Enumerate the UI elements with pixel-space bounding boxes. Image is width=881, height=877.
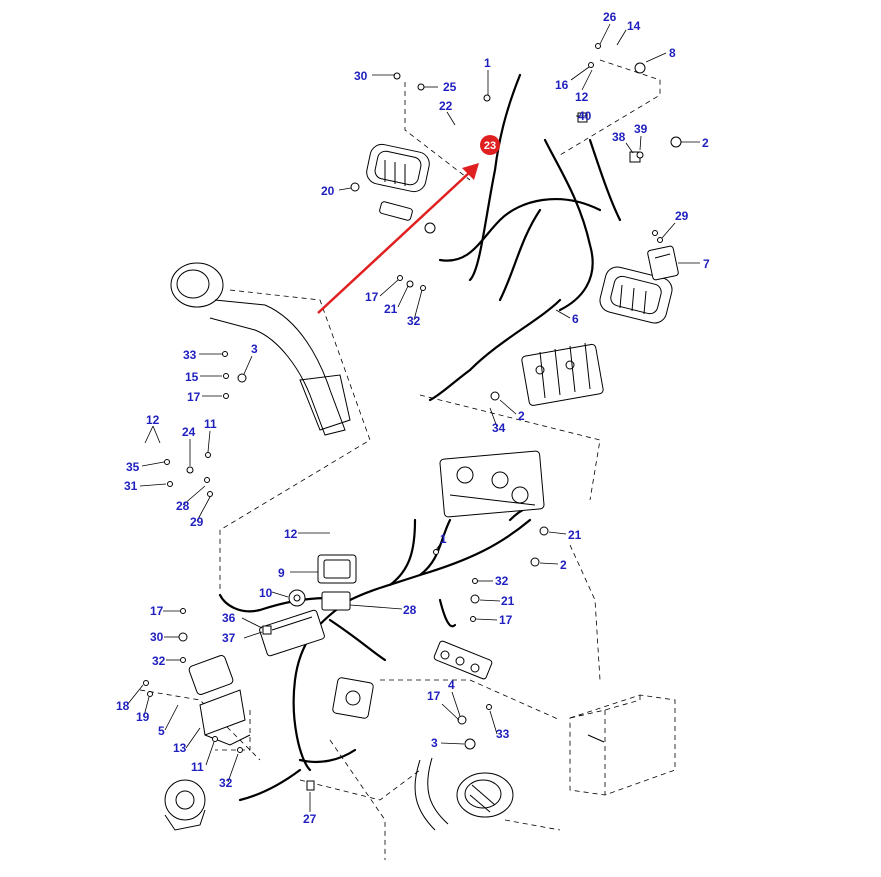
callout-12[interactable]: 12 [284, 527, 298, 541]
small-connector-block [321, 591, 351, 611]
pump-lower-left [164, 779, 206, 831]
highlight-label[interactable]: 23 [484, 140, 496, 152]
work-lamp-lower-right [414, 757, 514, 831]
callout-12[interactable]: 12 [146, 413, 160, 427]
work-lamp-top-left [366, 143, 430, 193]
main-wire-harness [218, 73, 622, 802]
callout-21[interactable]: 21 [501, 594, 515, 608]
small-fasteners [143, 43, 682, 791]
callout-labels: 26 14 8 1 30 25 16 12 22 40 38 39 2 20 2… [116, 10, 710, 826]
callout-35[interactable]: 35 [126, 460, 140, 474]
mounting-bracket [188, 655, 251, 746]
callout-30[interactable]: 30 [150, 630, 164, 644]
callout-16[interactable]: 16 [555, 78, 569, 92]
highlighted-callout-23[interactable]: 23 [480, 135, 500, 155]
callout-2[interactable]: 2 [560, 558, 567, 572]
callout-20[interactable]: 20 [321, 184, 335, 198]
callout-37[interactable]: 37 [222, 631, 236, 645]
beacon-light-arm [170, 262, 351, 436]
callout-3[interactable]: 3 [251, 342, 258, 356]
callout-40[interactable]: 40 [578, 109, 592, 123]
sensor-top-left [379, 201, 436, 234]
callout-10[interactable]: 10 [259, 586, 273, 600]
callout-11[interactable]: 11 [204, 417, 217, 431]
callout-17[interactable]: 17 [187, 390, 201, 404]
callout-17[interactable]: 17 [150, 604, 164, 618]
callout-30[interactable]: 30 [354, 69, 368, 83]
callout-4[interactable]: 4 [448, 678, 455, 692]
callout-17[interactable]: 17 [427, 689, 441, 703]
callout-29[interactable]: 29 [675, 209, 689, 223]
callout-11[interactable]: 11 [191, 760, 204, 774]
callout-24[interactable]: 24 [182, 425, 196, 439]
callout-28[interactable]: 28 [403, 603, 417, 617]
callout-3[interactable]: 3 [431, 736, 438, 750]
tank-lower-right [569, 694, 676, 796]
callout-27[interactable]: 27 [303, 812, 317, 826]
callout-21[interactable]: 21 [568, 528, 582, 542]
callout-28[interactable]: 28 [176, 499, 190, 513]
callout-2[interactable]: 2 [518, 409, 525, 423]
callout-29[interactable]: 29 [190, 515, 204, 529]
callout-8[interactable]: 8 [669, 46, 676, 60]
callout-19[interactable]: 19 [136, 710, 150, 724]
callout-36[interactable]: 36 [222, 611, 236, 625]
callout-5[interactable]: 5 [158, 724, 165, 738]
callout-32[interactable]: 32 [407, 314, 421, 328]
callout-2[interactable]: 2 [702, 136, 709, 150]
callout-17[interactable]: 17 [365, 290, 379, 304]
callout-22[interactable]: 22 [439, 99, 453, 113]
callout-17[interactable]: 17 [499, 613, 513, 627]
highlight-arrow [317, 163, 479, 314]
callout-21[interactable]: 21 [384, 302, 398, 316]
buzzer [288, 589, 306, 607]
callout-9[interactable]: 9 [278, 566, 285, 580]
callout-14[interactable]: 14 [627, 19, 641, 33]
callout-39[interactable]: 39 [634, 122, 648, 136]
callout-6[interactable]: 6 [572, 312, 579, 326]
distributor-lower-right [433, 640, 493, 680]
callout-32[interactable]: 32 [152, 654, 166, 668]
callout-15[interactable]: 15 [185, 370, 199, 384]
components [164, 143, 679, 831]
valve-lower-center [332, 677, 374, 719]
fuse-box [259, 609, 325, 657]
callout-38[interactable]: 38 [612, 130, 626, 144]
hydraulic-valve-group [439, 450, 545, 518]
callout-33[interactable]: 33 [496, 727, 510, 741]
relay-bracket [317, 554, 357, 584]
callout-31[interactable]: 31 [124, 479, 138, 493]
callout-18[interactable]: 18 [116, 699, 130, 713]
callout-26[interactable]: 26 [603, 10, 617, 24]
callout-34[interactable]: 34 [492, 421, 506, 435]
callout-32[interactable]: 32 [219, 776, 233, 790]
control-module [647, 245, 679, 281]
leader-lines [126, 23, 700, 812]
callout-13[interactable]: 13 [173, 741, 187, 755]
callout-12[interactable]: 12 [575, 90, 589, 104]
callout-7[interactable]: 7 [703, 257, 710, 271]
work-lamp-right [599, 266, 673, 324]
callout-32[interactable]: 32 [495, 574, 509, 588]
callout-25[interactable]: 25 [443, 80, 457, 94]
control-valve-block [521, 342, 604, 406]
callout-1[interactable]: 1 [440, 532, 447, 546]
callout-33[interactable]: 33 [183, 348, 197, 362]
callout-1[interactable]: 1 [484, 56, 491, 70]
